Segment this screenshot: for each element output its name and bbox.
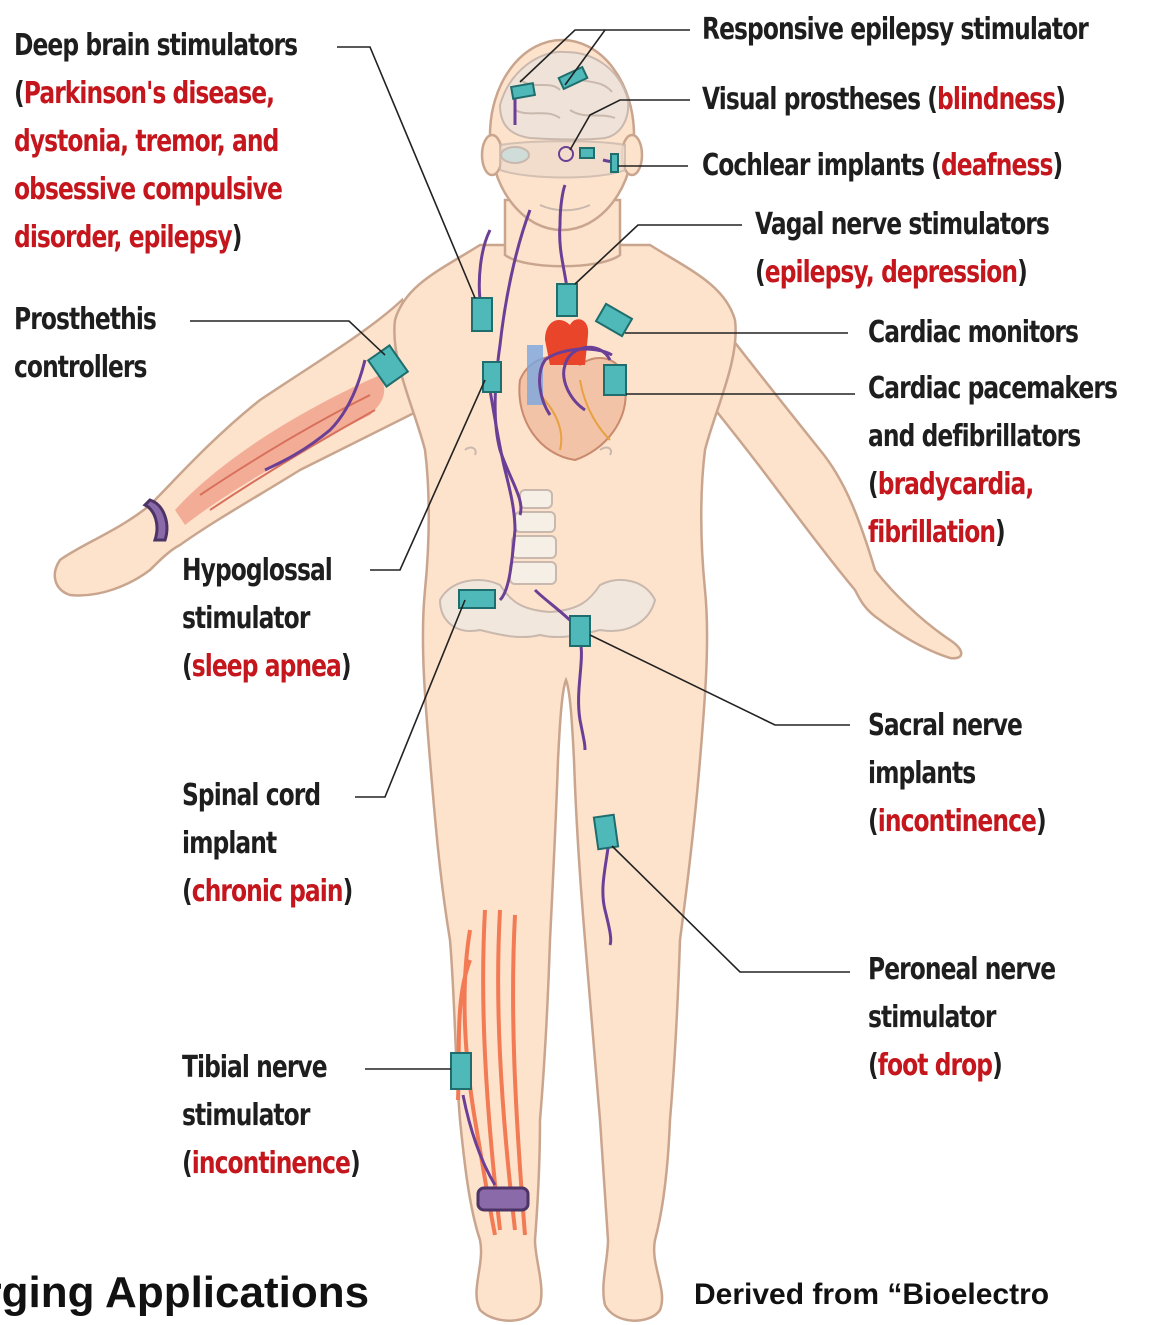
device-pacemaker xyxy=(604,365,626,395)
condition-deafness: deafness xyxy=(941,148,1052,183)
paren-open: ( xyxy=(182,1146,192,1181)
label-peroneal-nerve-stimulator: Peroneal nerve stimulator (foot drop) xyxy=(868,946,1055,1090)
label-hypoglossal-stimulator: Hypoglossal stimulator (sleep apnea) xyxy=(182,547,351,691)
paren-open: ( xyxy=(182,649,192,684)
label-tibial-nerve-stimulator: Tibial nerve stimulator (incontinence) xyxy=(182,1044,360,1188)
condition-chronic-pain: chronic pain xyxy=(192,874,343,909)
condition-parkinsons: Parkinson's disease, xyxy=(24,76,274,111)
device-peroneal xyxy=(594,815,618,849)
label-responsive-line1: Responsive epilepsy stimulator xyxy=(702,6,1088,54)
label-sacral-line1: Sacral nerve xyxy=(868,702,1046,750)
label-visual-text: Visual prostheses ( xyxy=(702,82,937,117)
device-tibial xyxy=(451,1053,471,1089)
condition-dystonia: dystonia, tremor, and xyxy=(14,118,297,166)
label-vagal-line1: Vagal nerve stimulators xyxy=(755,201,1049,249)
label-pacemakers-line1: Cardiac pacemakers xyxy=(868,365,1117,413)
paren-close: ) xyxy=(341,649,351,684)
label-spinal-cord-implant: Spinal cord implant (chronic pain) xyxy=(182,772,352,916)
paren-close: ) xyxy=(350,1146,360,1181)
label-cochlear-text: Cochlear implants ( xyxy=(702,148,941,183)
label-pacemakers-line2: and defibrillators xyxy=(868,413,1117,461)
label-hypoglossal-line1: Hypoglossal xyxy=(182,547,351,595)
label-peroneal-line1: Peroneal nerve xyxy=(868,946,1055,994)
paren-close: ) xyxy=(1017,255,1027,290)
paren-close: ) xyxy=(232,220,242,255)
condition-bradycardia: bradycardia, xyxy=(878,467,1034,502)
label-responsive-epilepsy-stimulator: Responsive epilepsy stimulator xyxy=(702,6,1088,54)
condition-incontinence: incontinence xyxy=(878,804,1036,839)
label-tibial-line1: Tibial nerve xyxy=(182,1044,360,1092)
condition-blindness: blindness xyxy=(937,82,1055,117)
paren-close: ) xyxy=(343,874,353,909)
paren-open: ( xyxy=(14,76,24,111)
device-sacral xyxy=(570,616,590,646)
paren-close: ) xyxy=(1052,148,1062,183)
label-hypoglossal-line2: stimulator xyxy=(182,595,351,643)
condition-foot-drop: foot drop xyxy=(878,1048,992,1083)
device-visual xyxy=(580,148,594,158)
label-cochlear-implants: Cochlear implants (deafness) xyxy=(702,142,1062,190)
device-cochlear xyxy=(611,154,618,172)
label-cardiac-monitors: Cardiac monitors xyxy=(868,309,1078,357)
paren-open: ( xyxy=(868,1048,878,1083)
paren-open: ( xyxy=(755,255,765,290)
label-deep-brain-title: Deep brain stimulators xyxy=(14,22,297,70)
label-tibial-line2: stimulator xyxy=(182,1092,360,1140)
paren-open: ( xyxy=(868,467,878,502)
paren-close: ) xyxy=(1055,82,1065,117)
paren-open: ( xyxy=(868,804,878,839)
label-visual-prostheses: Visual prostheses (blindness) xyxy=(702,76,1065,124)
device-responsive-1 xyxy=(511,83,535,99)
label-prosthesis-controllers: Prosthethis controllers xyxy=(14,296,156,392)
label-cardiac-monitors-line1: Cardiac monitors xyxy=(868,309,1078,357)
condition-epilepsy: disorder, epilepsy xyxy=(14,220,232,255)
condition-sleep-apnea: sleep apnea xyxy=(192,649,341,684)
label-spinal-line2: implant xyxy=(182,820,352,868)
label-vagal-nerve-stimulators: Vagal nerve stimulators (epilepsy, depre… xyxy=(755,201,1049,297)
device-spinal xyxy=(459,590,495,608)
label-deep-brain-stimulators: Deep brain stimulators (Parkinson's dise… xyxy=(14,22,297,262)
paren-close: ) xyxy=(995,515,1005,550)
paren-close: ) xyxy=(992,1048,1002,1083)
label-prosthesis-line1: Prosthethis xyxy=(14,296,156,344)
paren-close: ) xyxy=(1036,804,1046,839)
device-vagal xyxy=(557,284,577,316)
label-sacral-nerve-implants: Sacral nerve implants (incontinence) xyxy=(868,702,1046,846)
condition-incontinence: incontinence xyxy=(192,1146,350,1181)
label-prosthesis-line2: controllers xyxy=(14,344,156,392)
source-attribution: Derived from “Bioelectro xyxy=(694,1278,1049,1312)
device-deep-brain xyxy=(472,298,492,331)
slide-title-emerging-applications: erging Applications xyxy=(0,1268,369,1318)
device-hypoglossal xyxy=(483,362,501,392)
label-spinal-line1: Spinal cord xyxy=(182,772,352,820)
condition-ocd: obsessive compulsive xyxy=(14,166,297,214)
paren-open: ( xyxy=(182,874,192,909)
condition-epilepsy-depression: epilepsy, depression xyxy=(765,255,1017,290)
label-cardiac-pacemakers: Cardiac pacemakers and defibrillators (b… xyxy=(868,365,1117,557)
label-sacral-line2: implants xyxy=(868,750,1046,798)
condition-fibrillation: fibrillation xyxy=(868,515,995,550)
label-peroneal-line2: stimulator xyxy=(868,994,1055,1042)
